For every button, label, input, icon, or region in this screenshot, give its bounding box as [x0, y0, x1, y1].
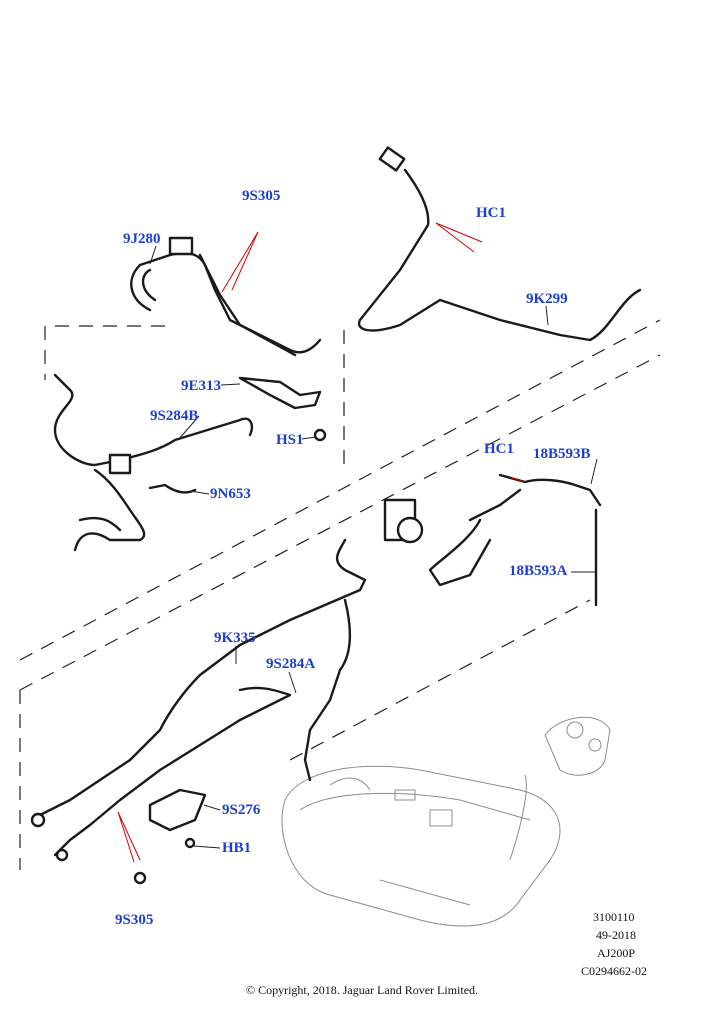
callout-9s276[interactable]: 9S276 — [222, 802, 261, 818]
ref-code-4: C0294662-02 — [581, 964, 647, 978]
dashed-boundaries — [19, 319, 661, 870]
callout-hs1[interactable]: HS1 — [276, 432, 304, 448]
callout-9s305-top[interactable]: 9S305 — [242, 188, 281, 204]
copyright-notice: © Copyright, 2018. Jaguar Land Rover Lim… — [245, 983, 479, 997]
callout-9k335[interactable]: 9K335 — [214, 630, 256, 646]
callout-9s284a[interactable]: 9S284A — [266, 656, 316, 672]
callout-hc1-top[interactable]: HC1 — [476, 205, 506, 221]
black-leaders — [149, 245, 598, 849]
callout-18b593a[interactable]: 18B593A — [509, 563, 568, 579]
ref-code-3: AJ200P — [597, 946, 636, 960]
callout-9n653[interactable]: 9N653 — [210, 486, 251, 502]
pipe-work — [30, 146, 642, 885]
callout-9k299[interactable]: 9K299 — [526, 291, 568, 307]
ref-code-2: 49-2018 — [596, 928, 636, 942]
callout-9s305-bottom[interactable]: 9S305 — [115, 912, 154, 928]
callout-18b593b[interactable]: 18B593B — [533, 446, 591, 462]
callout-hc1-mid[interactable]: HC1 — [484, 441, 514, 457]
callout-hb1[interactable]: HB1 — [222, 840, 252, 856]
callout-9j280[interactable]: 9J280 — [123, 231, 161, 247]
callout-9s284b[interactable]: 9S284B — [150, 408, 199, 424]
callout-9e313[interactable]: 9E313 — [181, 378, 222, 394]
fuel-tank-ghost — [281, 716, 611, 927]
ref-code-1: 3100110 — [593, 910, 635, 924]
red-leaders — [117, 222, 525, 863]
